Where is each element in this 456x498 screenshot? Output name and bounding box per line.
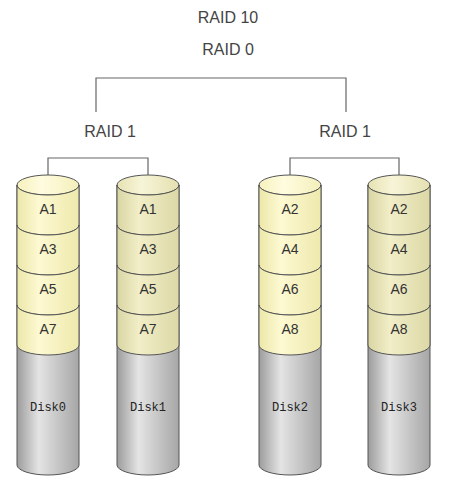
block-label: A4 <box>259 230 321 268</box>
block-shape <box>259 185 321 235</box>
block-shape <box>117 185 179 235</box>
block-label: A2 <box>259 190 321 228</box>
disk-cylinder: Disk3 A2A4A6A8 <box>368 175 430 475</box>
raid0-bracket <box>96 78 346 112</box>
block-shape <box>259 225 321 275</box>
data-block: A8 <box>259 305 321 355</box>
raid-level-label: RAID 10 <box>198 9 258 27</box>
data-block: A2 <box>368 185 430 235</box>
disk-label: Disk2 <box>259 401 321 415</box>
data-block: A5 <box>17 265 79 315</box>
disk-cylinder: Disk0 A1A3A5A7 <box>17 175 79 475</box>
block-label: A7 <box>117 310 179 348</box>
block-shape <box>259 305 321 355</box>
block-label: A2 <box>368 190 430 228</box>
block-label: A8 <box>259 310 321 348</box>
data-block: A3 <box>117 225 179 275</box>
block-label: A1 <box>17 190 79 228</box>
data-block: A5 <box>117 265 179 315</box>
block-shape <box>17 265 79 315</box>
block-label: A4 <box>368 230 430 268</box>
data-block: A1 <box>17 185 79 235</box>
data-block: A8 <box>368 305 430 355</box>
block-label: A6 <box>368 270 430 308</box>
data-block: A6 <box>259 265 321 315</box>
block-label: A3 <box>117 230 179 268</box>
disk-cylinder: Disk2 A2A4A6A8 <box>259 175 321 475</box>
block-label: A3 <box>17 230 79 268</box>
cylinder-body <box>259 185 321 475</box>
disk-label: Disk0 <box>17 401 79 415</box>
data-block: A4 <box>259 225 321 275</box>
block-shape <box>368 265 430 315</box>
disk-label: Disk3 <box>368 401 430 415</box>
block-shape <box>368 305 430 355</box>
cylinder-body <box>368 185 430 475</box>
raid1-bracket <box>48 158 148 175</box>
disk-cylinder: Disk1 A1A3A5A7 <box>117 175 179 475</box>
block-shape <box>17 185 79 235</box>
block-label: A5 <box>117 270 179 308</box>
data-block: A2 <box>259 185 321 235</box>
block-shape <box>368 225 430 275</box>
block-label: A5 <box>17 270 79 308</box>
disk-label: Disk1 <box>117 401 179 415</box>
block-shape <box>259 265 321 315</box>
data-block: A4 <box>368 225 430 275</box>
data-block: A7 <box>17 305 79 355</box>
block-shape <box>17 305 79 355</box>
raid-level-label: RAID 0 <box>202 41 254 59</box>
block-label: A6 <box>259 270 321 308</box>
raid-level-label: RAID 1 <box>84 123 136 141</box>
block-shape <box>368 185 430 235</box>
raid-level-label: RAID 1 <box>319 123 371 141</box>
block-label: A7 <box>17 310 79 348</box>
block-label: A1 <box>117 190 179 228</box>
data-block: A6 <box>368 265 430 315</box>
block-shape <box>117 225 179 275</box>
data-block: A7 <box>117 305 179 355</box>
block-shape <box>117 305 179 355</box>
cylinder-body <box>17 185 79 475</box>
cylinder-body <box>117 185 179 475</box>
data-block: A3 <box>17 225 79 275</box>
raid1-bracket <box>290 158 399 175</box>
block-label: A8 <box>368 310 430 348</box>
block-shape <box>117 265 179 315</box>
block-shape <box>17 225 79 275</box>
data-block: A1 <box>117 185 179 235</box>
